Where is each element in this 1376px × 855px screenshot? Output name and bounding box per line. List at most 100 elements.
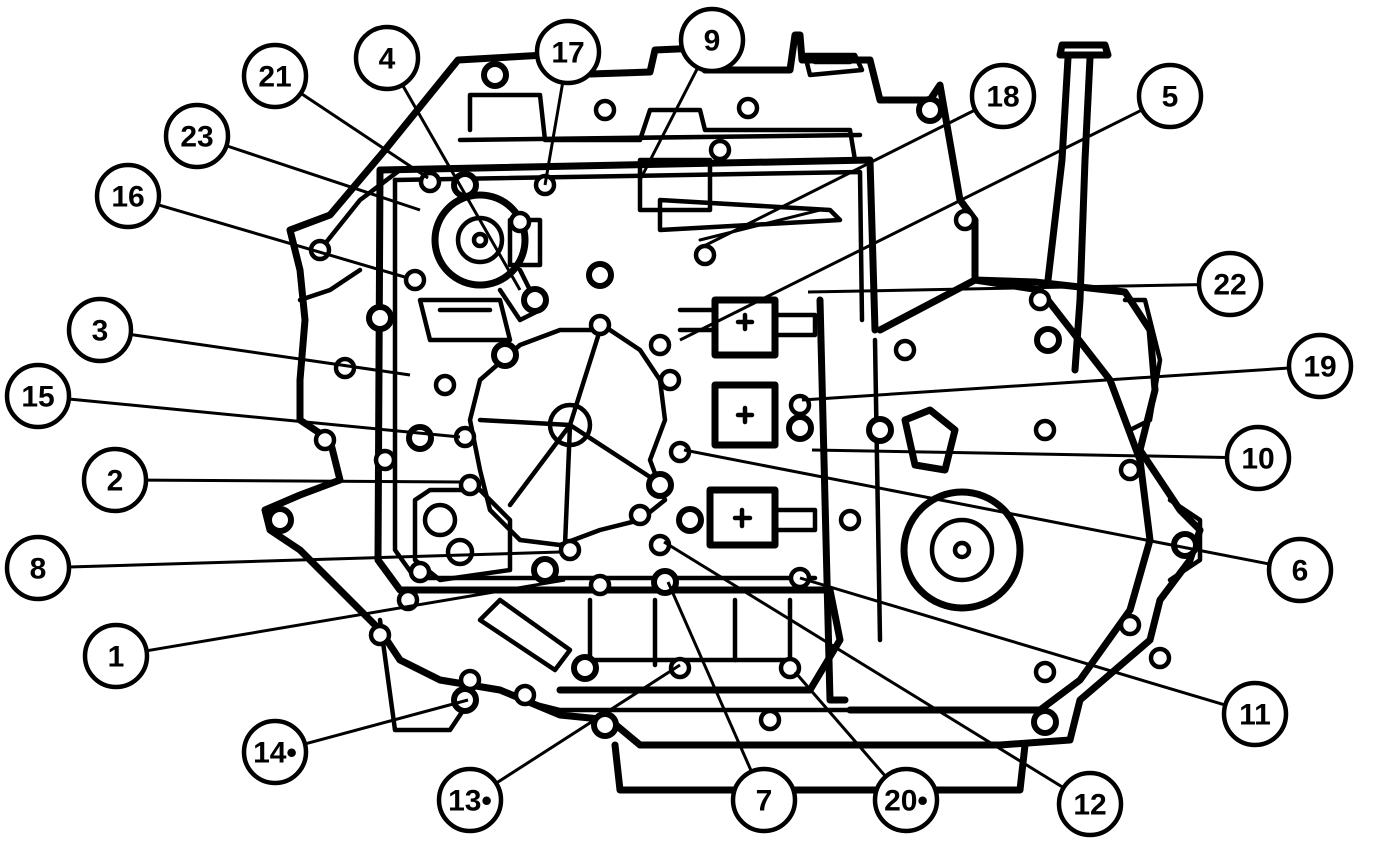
callout-label: 23: [180, 121, 213, 154]
callout-label: 19: [1303, 351, 1336, 384]
callout-c14: 14•: [241, 718, 309, 786]
bolt-hole: [366, 304, 394, 332]
bolt-hole: [646, 471, 674, 499]
bolt-hole: [708, 138, 732, 162]
bolt-hole: [786, 414, 814, 442]
leader-line-c1: [146, 578, 566, 653]
bolt-hole: [668, 440, 692, 464]
callout-circle: [1221, 680, 1289, 748]
callout-circle: [163, 102, 231, 170]
leader-lines: [68, 66, 1290, 790]
callout-c16: 16: [94, 162, 162, 230]
callout-circle: [1056, 770, 1124, 838]
callout-circle: [241, 42, 309, 110]
bolts: [266, 61, 1199, 739]
case-outline: [261, 31, 1204, 794]
leader-line-c9: [638, 66, 700, 181]
bolt-hole: [866, 416, 894, 444]
leader-line-c3: [130, 332, 411, 377]
bolt-hole: [668, 656, 692, 680]
callout-label: 13•: [448, 785, 492, 818]
callout-circle: [82, 622, 150, 690]
callout-circle: [81, 446, 149, 514]
leader-line-c13: [495, 663, 681, 785]
bolt-hole: [1031, 708, 1059, 736]
leader-line-c12: [663, 540, 1065, 790]
callout-c1: 1: [82, 622, 150, 690]
leader-line-c2: [145, 478, 461, 484]
callout-c19: 19: [1286, 332, 1354, 400]
bolt-hole: [1118, 458, 1142, 482]
callout-circle: [241, 718, 309, 786]
callout-circle: [1266, 536, 1334, 604]
callout-label: 3: [92, 315, 109, 348]
callout-circle: [1196, 250, 1264, 318]
bolt-hole: [521, 286, 549, 314]
leader-line-c16: [157, 203, 409, 280]
callout-c21: 21: [241, 42, 309, 110]
bolt-hole: [403, 268, 427, 292]
bolt-hole: [1033, 418, 1057, 442]
leader-line-c10: [811, 448, 1228, 459]
callout-circle: [1224, 424, 1292, 492]
callout-label: 9: [704, 25, 721, 58]
bolt-hole: [368, 623, 392, 647]
callout-c11: 11: [1221, 680, 1289, 748]
callout-c9: 9: [678, 6, 746, 74]
callout-label: 14•: [253, 737, 297, 770]
bolt-hole: [408, 560, 432, 584]
callout-label: 2: [107, 465, 124, 498]
callout-label: 15: [21, 381, 54, 414]
callout-label: 6: [1292, 555, 1309, 588]
bolt-hole: [693, 243, 717, 267]
callout-circle: [436, 766, 504, 834]
callout-c3: 3: [66, 296, 134, 364]
bolt-hole: [648, 333, 672, 357]
callout-label: 16: [111, 181, 144, 214]
callout-label: 1: [108, 641, 125, 674]
bolt-hole: [558, 538, 582, 562]
callout-circle: [94, 162, 162, 230]
callout-label: 7: [756, 785, 773, 818]
bolt-hole: [513, 683, 537, 707]
leader-line-c6: [683, 448, 1270, 566]
callout-label: 4: [379, 43, 396, 76]
valve-body: [374, 52, 1003, 713]
leader-line-c8: [68, 550, 561, 569]
callout-circle: [4, 534, 72, 602]
bolt-hole: [1148, 646, 1172, 670]
callout-label: 17: [551, 37, 584, 70]
callout-c8: 8: [4, 534, 72, 602]
callout-circle: [353, 24, 421, 92]
callout-label: 8: [30, 553, 47, 586]
leader-line-c7: [666, 581, 753, 773]
bolt-hole: [1028, 288, 1052, 312]
callout-circle: [1286, 332, 1354, 400]
callout-label: 18: [986, 81, 1019, 114]
callout-c7: 7: [730, 766, 798, 834]
leader-line-c22: [807, 283, 1200, 294]
callout-label: 22: [1213, 269, 1246, 302]
leader-line-c18: [699, 108, 976, 250]
bolt-hole: [508, 210, 532, 234]
bolt-hole: [313, 428, 337, 452]
callout-c5: 5: [1136, 62, 1204, 130]
callout-circle: [678, 6, 746, 74]
callout-circle: [872, 766, 940, 834]
bolt-hole: [1034, 326, 1062, 354]
bolt-hole: [571, 654, 599, 682]
callout-c4: 4: [353, 24, 421, 92]
bolt-hole: [266, 506, 294, 534]
callout-c22: 22: [1196, 250, 1264, 318]
leader-line-c23: [225, 144, 421, 212]
leader-line-c17: [543, 82, 565, 186]
bolt-hole: [433, 373, 457, 397]
callout-c18: 18: [969, 62, 1037, 130]
callout-c20: 20•: [872, 766, 940, 834]
bolt-hole: [1118, 613, 1142, 637]
callout-label: 21: [258, 61, 291, 94]
bolt-hole: [953, 208, 977, 232]
